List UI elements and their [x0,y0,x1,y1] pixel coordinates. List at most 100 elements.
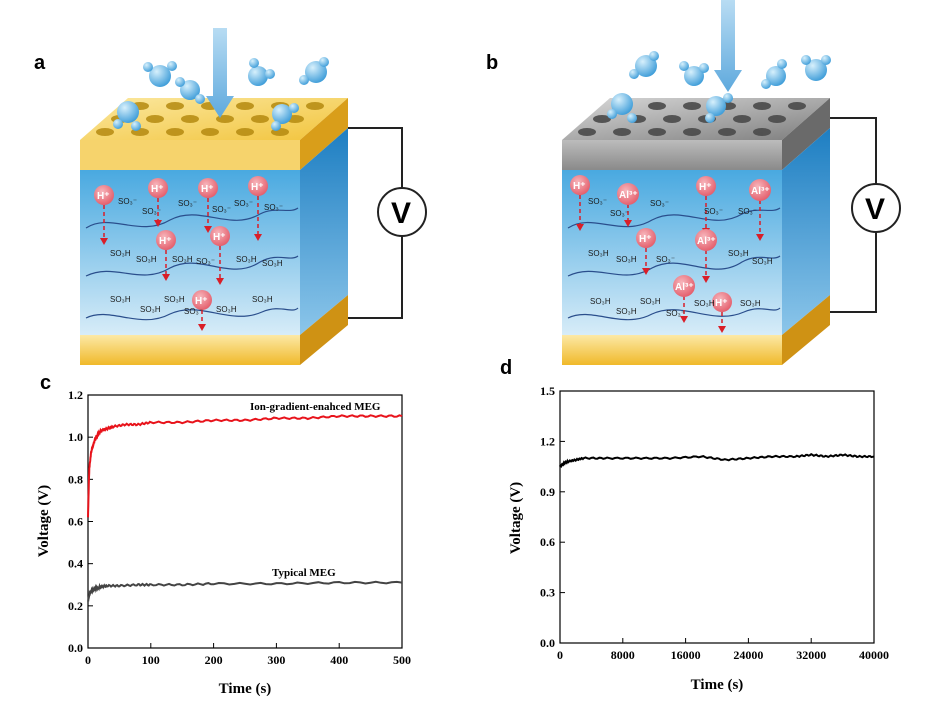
x-tick-label: 40000 [859,648,889,662]
polymer-chains-a [85,207,299,321]
svg-text:SO₃⁻: SO₃⁻ [588,197,607,206]
panel-label-b: b [486,52,499,74]
y-tick-label: 0.3 [540,586,555,600]
svg-text:SO₃H: SO₃H [752,257,773,266]
svg-text:H⁺: H⁺ [195,296,208,307]
svg-text:SO₃H: SO₃H [236,255,257,264]
svg-text:SO₃H: SO₃H [728,249,749,258]
plot-frame [559,390,875,644]
svg-text:H⁺: H⁺ [159,236,172,247]
svg-text:SO₃H: SO₃H [110,295,131,304]
water-molecules-b [607,51,831,123]
svg-text:SO₃H: SO₃H [252,295,273,304]
y-tick-label: 1.5 [540,384,555,398]
svg-text:SO₃⁻: SO₃⁻ [666,309,685,318]
y-axis-label: Voltage (V) [508,482,524,554]
svg-text:SO₃H: SO₃H [694,299,715,308]
x-tick-label: 0 [85,653,91,667]
svg-text:SO₃⁻: SO₃⁻ [234,199,253,208]
svg-text:H⁺: H⁺ [699,182,712,193]
svg-text:SO₃⁻: SO₃⁻ [142,207,161,216]
y-axis-label: Voltage (V) [36,485,52,557]
svg-text:SO₃⁻: SO₃⁻ [656,255,675,264]
svg-text:SO₃⁻: SO₃⁻ [650,199,669,208]
sulfonate-groups-a: SO₃⁻ SO₃⁻ SO₃⁻ SO₃⁻ SO₃⁻ SO₃⁻ SO₃H SO₃H … [110,197,283,316]
moisture-arrow-b [714,0,742,92]
x-tick-label: 200 [205,653,223,667]
plot-frame [87,394,403,649]
schematic-b: H⁺ Al³⁺ H⁺ Al³⁺ H⁺ Al³⁺ Al³⁺ H⁺ SO₃⁻ SO₃… [562,0,901,365]
svg-text:H⁺: H⁺ [573,181,586,192]
x-tick-label: 32000 [796,648,826,662]
x-tick-label: 16000 [671,648,701,662]
x-tick-label: 8000 [611,648,635,662]
schematic-a: H⁺ H⁺ H⁺ H⁺ H⁺ H⁺ H⁺ SO₃⁻ SO₃⁻ SO₃⁻ SO₃⁻… [80,28,427,365]
y-tick-label: 1.2 [540,434,555,448]
x-tick-label: 400 [330,653,348,667]
y-tick-label: 1.2 [68,388,83,402]
svg-text:SO₃⁻: SO₃⁻ [196,257,215,266]
proton-ions-a: H⁺ H⁺ H⁺ H⁺ H⁺ H⁺ H⁺ [94,176,268,331]
series-label-ion-gradient: Ion-gradient-enahced MEG [250,401,381,413]
svg-text:SO₃H: SO₃H [588,249,609,258]
svg-text:SO₃⁻: SO₃⁻ [212,205,231,214]
svg-text:V: V [865,193,885,226]
x-tick-label: 24000 [733,648,763,662]
polymer-chains-b [567,207,781,321]
svg-text:SO₃⁻: SO₃⁻ [610,209,629,218]
svg-text:SO₃H: SO₃H [172,255,193,264]
x-tick-label: 0 [557,648,563,662]
ions-b: H⁺ Al³⁺ H⁺ Al³⁺ H⁺ Al³⁺ Al³⁺ H⁺ [570,175,771,333]
y-tick-label: 1.0 [68,430,83,444]
y-tick-label: 0.2 [68,599,83,613]
svg-text:SO₃H: SO₃H [110,249,131,258]
bottom-electrode-b [562,335,782,365]
y-tick-label: 0.0 [540,636,555,650]
svg-text:SO₃H: SO₃H [616,255,637,264]
x-axis-label: Time (s) [691,677,744,693]
voltmeter-icon [377,187,427,237]
svg-text:SO₃⁻: SO₃⁻ [738,207,757,216]
water-molecules-a [113,57,329,131]
svg-text:H⁺: H⁺ [715,298,728,309]
y-tick-label: 0.8 [68,472,83,486]
series-line-typical-meg [87,580,403,602]
x-tick-label: 100 [142,653,160,667]
x-tick-label: 300 [267,653,285,667]
svg-text:V: V [391,197,411,230]
svg-text:SO₃⁻: SO₃⁻ [178,199,197,208]
svg-text:SO₃H: SO₃H [640,297,661,306]
y-tick-label: 0.4 [68,557,83,571]
svg-text:H⁺: H⁺ [97,191,110,202]
svg-text:SO₃H: SO₃H [262,259,283,268]
svg-text:SO₃H: SO₃H [616,307,637,316]
svg-text:SO₃H: SO₃H [590,297,611,306]
svg-text:Al³⁺: Al³⁺ [675,282,694,293]
y-tick-label: 0.6 [68,515,83,529]
sulfonate-groups-b: SO₃⁻ SO₃⁻ SO₃⁻ SO₃⁻ SO₃⁻ SO₃H SO₃H SO₃⁻ … [588,197,773,318]
panel-label-c: c [40,372,52,394]
panel-label-d: d [500,357,513,379]
svg-text:SO₃H: SO₃H [216,305,237,314]
svg-text:SO₃H: SO₃H [136,255,157,264]
y-tick-label: 0.9 [540,485,555,499]
moisture-arrow-a [206,28,234,118]
series-label-typical: Typical MEG [272,567,336,579]
svg-text:SO₃⁻: SO₃⁻ [704,207,723,216]
series-line-ion-gradient-enahced-meg [87,414,403,518]
panel-label-a: a [34,52,46,74]
svg-text:H⁺: H⁺ [213,232,226,243]
svg-text:SO₃H: SO₃H [164,295,185,304]
svg-text:Al³⁺: Al³⁺ [619,190,638,201]
voltmeter-icon [851,183,901,233]
svg-text:H⁺: H⁺ [201,184,214,195]
svg-text:SO₃H: SO₃H [140,305,161,314]
svg-text:SO₃⁻: SO₃⁻ [264,203,283,212]
circuit-b: V [830,117,901,313]
y-tick-label: 0.0 [68,641,83,655]
svg-text:Al³⁺: Al³⁺ [697,236,716,247]
svg-text:SO₃H: SO₃H [740,299,761,308]
pores-b [578,102,806,136]
